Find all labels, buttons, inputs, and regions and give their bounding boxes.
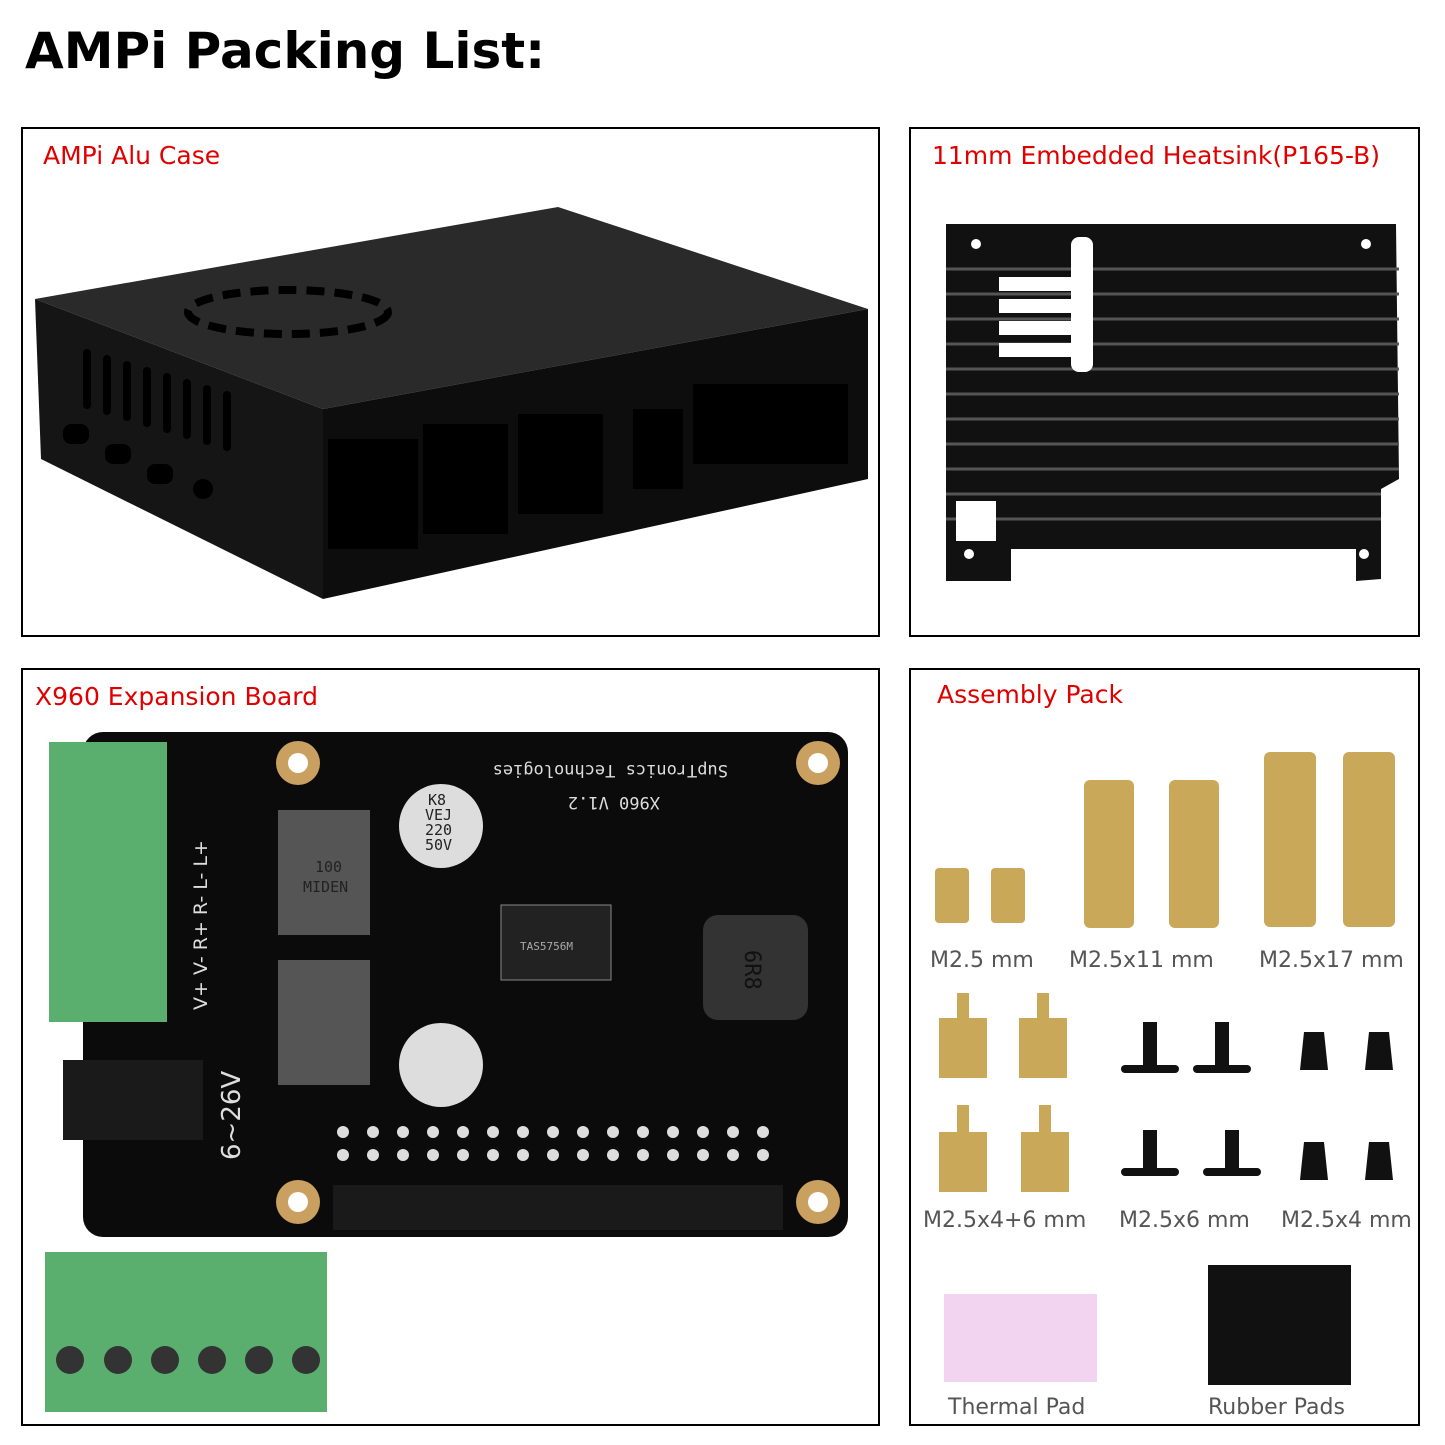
- part-label: M2.5x4 mm: [1281, 1208, 1412, 1233]
- capacitor-print: K8: [428, 791, 446, 809]
- page-title: AMPi Packing List:: [25, 22, 546, 80]
- assembly-parts-image: [935, 752, 1395, 1385]
- panel-heatsink: 11mm Embedded Heatsink(P165-B): [909, 127, 1420, 637]
- board-voltage-print: 6~26V: [217, 1071, 247, 1160]
- board-terminal-print: V+ V- R+ R- L- L+: [190, 840, 212, 1010]
- panel-assembly-pack: Assembly Pack M2.5 mm M2.5x11 mm M2.5x17…: [909, 668, 1420, 1426]
- alu-case-image: [35, 207, 868, 599]
- panel-label: 11mm Embedded Heatsink(P165-B): [932, 141, 1380, 170]
- capacitor-print: 220: [425, 821, 452, 839]
- part-label: M2.5x6 mm: [1119, 1208, 1250, 1233]
- part-label: M2.5x11 mm: [1069, 948, 1214, 973]
- panel-alu-case: AMPi Alu Case: [21, 127, 880, 637]
- heatsink-image: [946, 224, 1399, 581]
- expansion-board-image: SupTronics Technologies X960 V1.2 V+ V- …: [45, 732, 848, 1412]
- coil-print: 6R8: [739, 950, 764, 990]
- chip-print: TAS5756M: [520, 940, 573, 953]
- inductor-print: 100: [315, 858, 342, 876]
- board-model-print: X960 V1.2: [568, 792, 660, 812]
- panel-label: X960 Expansion Board: [35, 682, 318, 711]
- capacitor-print: 50V: [425, 836, 452, 854]
- panel-label: AMPi Alu Case: [43, 141, 221, 170]
- panel-expansion-board: X960 Expansion Board SupTronics Technolo…: [21, 668, 880, 1426]
- part-label: Rubber Pads: [1208, 1395, 1345, 1420]
- capacitor-print: VEJ: [425, 806, 452, 824]
- board-brand-print: SupTronics Technologies: [493, 760, 728, 780]
- panel-label: Assembly Pack: [937, 680, 1123, 709]
- part-label: M2.5x17 mm: [1259, 948, 1404, 973]
- part-label: M2.5 mm: [930, 948, 1034, 973]
- part-label: Thermal Pad: [948, 1395, 1086, 1420]
- inductor-print: MIDEN: [303, 878, 348, 896]
- part-label: M2.5x4+6 mm: [923, 1208, 1087, 1233]
